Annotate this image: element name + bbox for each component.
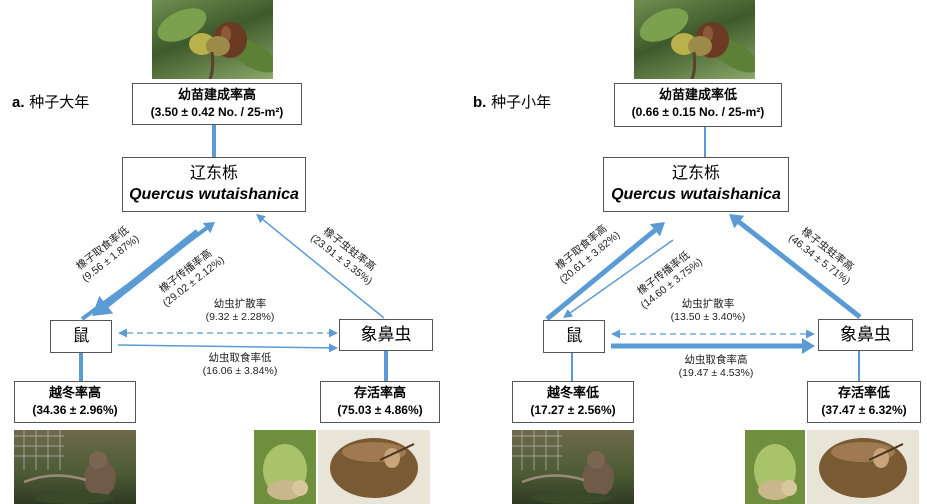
weevil-larva-photo [745, 430, 805, 504]
edge-label-larva-predation: 幼虫取食率高 (19.47 ± 4.53%) [661, 354, 771, 380]
panel-a-arrows [79, 124, 388, 381]
seedling-box: 幼苗建成率低 (0.66 ± 0.15 No. / 25-m²) [614, 83, 782, 127]
weevil-outcome-value: (37.47 ± 6.32%) [821, 403, 907, 417]
arrow-larva-dispersal [118, 328, 338, 338]
edge-larva-predation-value: (19.47 ± 4.53%) [678, 367, 754, 379]
seedling-value: (3.50 ± 0.42 No. / 25-m²) [150, 105, 284, 119]
arrow-acorn-infestation [729, 214, 862, 319]
connector-lines [79, 124, 388, 381]
weevil-acorn-photo [807, 430, 919, 504]
arrow-acorn-infestation [256, 214, 385, 319]
rodent-outcome-box: 越冬率低 (17.27 ± 2.56%) [512, 381, 634, 423]
edge-larva-dispersal-title: 幼虫扩散率 [213, 298, 267, 310]
weevil-acorn-photo [318, 430, 430, 504]
seedling-title: 幼苗建成率低 [658, 88, 737, 103]
weevil-label: 象鼻虫 [360, 325, 412, 345]
rodent-label: 鼠 [565, 326, 583, 346]
oak-name-cn: 辽东栎 [671, 163, 720, 182]
edge-larva-predation-title: 幼虫取食率低 [208, 352, 272, 364]
arrow-larva-predation [611, 338, 815, 354]
rodent-outcome-box: 越冬率高 (34.36 ± 2.96%) [14, 381, 136, 423]
panel-title: 种子小年 [491, 93, 552, 111]
seedling-box: 幼苗建成率高 (3.50 ± 0.42 No. / 25-m²) [132, 83, 302, 125]
edge-larva-dispersal-value: (13.50 ± 3.40%) [670, 311, 746, 323]
rodent-outcome-value: (34.36 ± 2.96%) [32, 403, 118, 417]
panel-title: 种子大年 [29, 93, 90, 111]
edge-larva-dispersal-value: (9.32 ± 2.28%) [205, 311, 275, 323]
weevil-outcome-title: 存活率低 [837, 386, 890, 401]
edge-label-larva-predation: 幼虫取食率低 (16.06 ± 3.84%) [185, 352, 295, 378]
weevil-label: 象鼻虫 [840, 325, 891, 345]
panel-a: a. 种子大年 幼苗建成率高 (3.50 ± 0.42 No. / 25-m²)… [0, 0, 463, 504]
panel-b: b. 种子小年 幼苗建成率低 (0.66 ± 0.15 No. / 25-m²)… [463, 0, 926, 504]
rodent-node: 鼠 [50, 320, 112, 353]
panel-a-label: a. 种子大年 [12, 91, 89, 112]
rodent-outcome-title: 越冬率高 [48, 386, 101, 401]
edge-larva-dispersal-title: 幼虫扩散率 [681, 298, 735, 310]
flow-arrows [80, 214, 385, 353]
weevil-node: 象鼻虫 [339, 319, 433, 351]
arrow-acorn-predation [545, 222, 665, 321]
weevil-outcome-title: 存活率高 [353, 386, 406, 401]
oak-name-latin: Quercus wutaishanica [129, 186, 299, 203]
acorn-photo [152, 0, 273, 79]
oak-name-cn: 辽东栎 [189, 163, 238, 182]
weevil-outcome-value: (75.03 ± 4.86%) [337, 403, 423, 417]
edge-larva-predation-value: (16.06 ± 3.84%) [202, 365, 278, 377]
weevil-outcome-box: 存活率低 (37.47 ± 6.32%) [807, 381, 921, 423]
edge-larva-predation-title: 幼虫取食率高 [684, 354, 748, 366]
rodent-photo [14, 430, 136, 504]
connector-lines [571, 127, 860, 381]
arrow-acorn-dispersal [563, 239, 674, 318]
oak-name-latin: Quercus wutaishanica [611, 186, 781, 203]
weevil-outcome-box: 存活率高 (75.03 ± 4.86%) [320, 381, 440, 423]
arrow-acorn-dispersal [92, 229, 201, 316]
panel-letter: b. [473, 94, 487, 111]
rodent-label: 鼠 [72, 326, 90, 346]
flow-arrows [545, 214, 862, 354]
weevil-node: 象鼻虫 [818, 319, 913, 351]
edge-label-larva-dispersal: 幼虫扩散率 (13.50 ± 3.40%) [653, 298, 763, 324]
arrow-larva-predation [117, 343, 338, 353]
panel-letter: a. [12, 94, 25, 111]
oak-box: 辽东栎 Quercus wutaishanica [603, 157, 789, 212]
rodent-photo [512, 430, 634, 504]
seedling-value: (0.66 ± 0.15 No. / 25-m²) [631, 105, 765, 119]
seedling-title: 幼苗建成率高 [177, 88, 256, 103]
acorn-photo [634, 0, 755, 79]
rodent-outcome-value: (17.27 ± 2.56%) [530, 403, 616, 417]
weevil-larva-photo [254, 430, 316, 504]
rodent-outcome-title: 越冬率低 [546, 386, 599, 401]
edge-label-larva-dispersal: 幼虫扩散率 (9.32 ± 2.28%) [185, 298, 295, 324]
rodent-node: 鼠 [543, 320, 605, 353]
panel-b-arrows [545, 127, 862, 381]
panel-b-label: b. 种子小年 [473, 91, 551, 112]
arrow-larva-dispersal [611, 329, 815, 339]
oak-box: 辽东栎 Quercus wutaishanica [122, 157, 306, 212]
